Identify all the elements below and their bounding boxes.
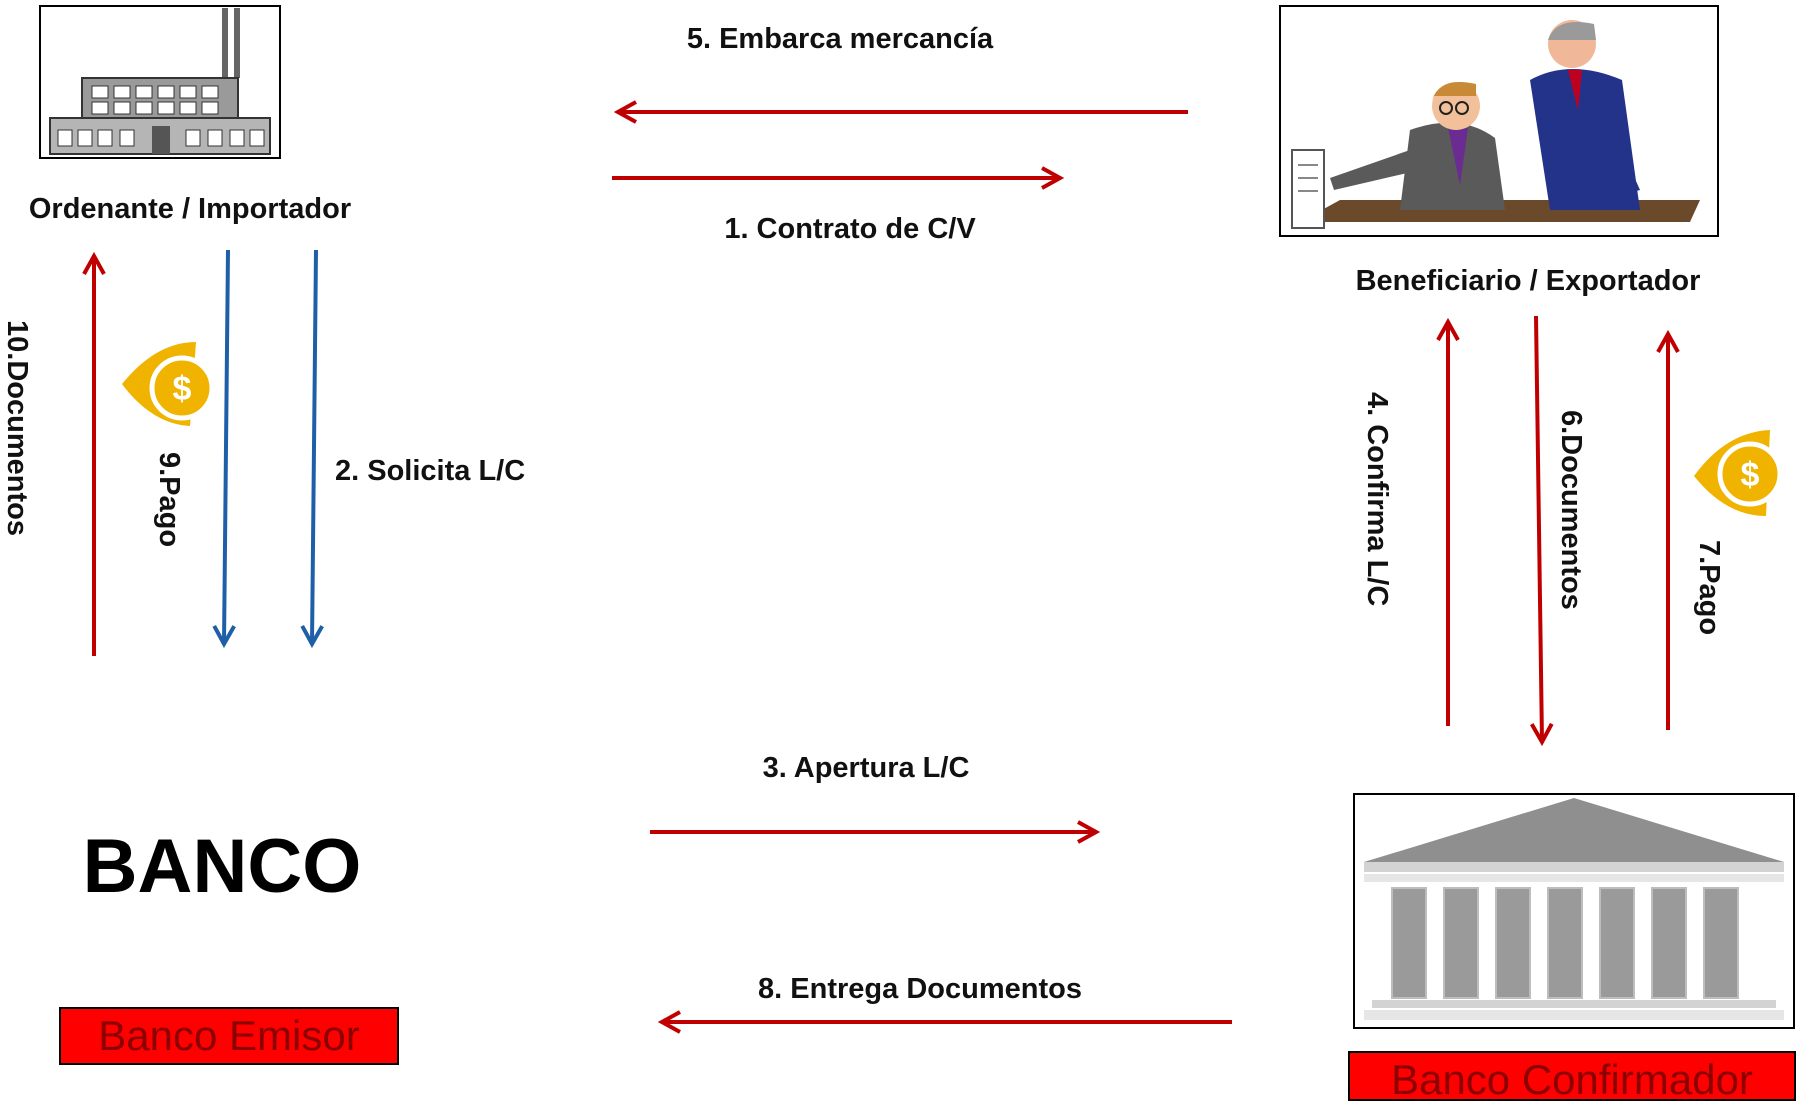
step-4-label: 4. Confirma L/C	[1361, 392, 1393, 606]
issuing-bank-label: Banco Emisor	[98, 1012, 359, 1059]
issuing-bank-badge: Banco Emisor	[59, 1007, 399, 1065]
confirming-bank-label: Banco Confirmador	[1391, 1056, 1753, 1102]
step-7-label: 7.Pago	[1693, 540, 1725, 635]
exporter-label: Beneficiario / Exportador	[1356, 265, 1701, 297]
step-9-label: 9.Pago	[153, 452, 185, 547]
bank-building-icon	[1353, 793, 1795, 1029]
importer-label: Ordenante / Importador	[29, 193, 351, 225]
dollar-coin-icon: $	[1694, 430, 1783, 516]
arrow-step-9	[224, 249, 228, 644]
step-3-label: 3. Apertura L/C	[763, 752, 970, 784]
step-5-label: 5. Embarca mercancía	[687, 23, 994, 55]
dollar-coin-icon: $	[122, 342, 215, 426]
bank-heading: BANCO	[83, 824, 362, 909]
arrow-step-2	[312, 249, 316, 644]
step-10-label: 10.Documentos	[1, 320, 33, 536]
businessmen-icon	[1279, 5, 1719, 237]
step-6-label: 6.Documentos	[1555, 410, 1587, 610]
svg-text:$: $	[1741, 456, 1760, 494]
factory-icon	[39, 5, 281, 159]
step-2-label: 2. Solicita L/C	[335, 455, 525, 487]
arrow-step-6	[1536, 315, 1542, 742]
confirming-bank-badge: Banco Confirmador	[1348, 1051, 1796, 1102]
svg-text:$: $	[173, 370, 192, 408]
step-8-label: 8. Entrega Documentos	[758, 973, 1082, 1005]
step-1-label: 1. Contrato de C/V	[724, 213, 976, 245]
